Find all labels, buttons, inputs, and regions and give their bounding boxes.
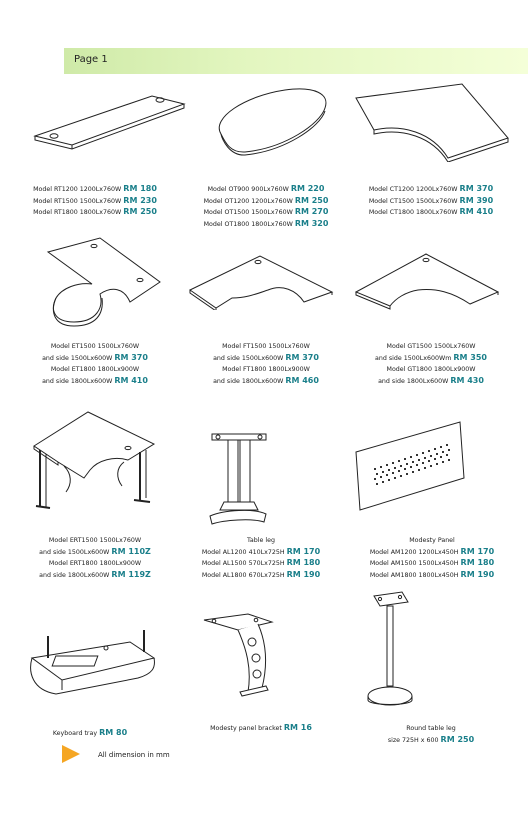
caption-ot-series: Model OT900 900Lx760W RM 220 Model OT120… — [186, 184, 346, 230]
round-table-leg-image — [350, 588, 426, 716]
caption-ft-series: Model FT1500 1500Lx760W and side 1500Lx6… — [186, 341, 346, 387]
caption-line: Model OT1500 1500Lx760W RM 270 — [203, 207, 329, 217]
price-label: RM 320 — [294, 218, 329, 228]
caption-line: Model AM1500 1500Lx450H RM 180 — [369, 558, 495, 568]
price-label: RM 350 — [453, 352, 487, 362]
caption-line: Model ET1800 1800Lx900W — [50, 366, 140, 374]
caption-line: size 725H x 600 RM 250 — [387, 734, 475, 744]
caption-line: Model ERT1500 1500Lx760W — [48, 537, 142, 544]
price-label: RM 460 — [285, 375, 319, 385]
f-shaped-corner-table-image — [186, 250, 336, 310]
caption-line: Modesty Panel — [409, 537, 455, 544]
caption-line: Modesty panel bracket RM 16 — [210, 723, 312, 732]
table-leg-image — [204, 426, 274, 530]
caption-line: Model AM1200 1200Lx450H RM 170 — [369, 546, 495, 556]
caption-line: Model FT1800 1800Lx900W — [222, 366, 310, 374]
caption-line: and side 1800Lx600W RM 430 — [378, 375, 484, 385]
caption-line: Model CT1800 1800Lx760W RM 410 — [368, 207, 494, 217]
caption-line: Model FT1500 1500Lx760W — [222, 343, 310, 350]
caption-table-leg: Table leg Model AL1200 410Lx725H RM 170 … — [186, 535, 336, 581]
modesty-panel-bracket-image — [200, 612, 276, 698]
price-label: RM 180 — [460, 558, 495, 568]
caption-line: and side 1800Lx600W RM 119Z — [39, 569, 151, 579]
price-label: RM 410 — [114, 375, 148, 385]
caption-line: Model ET1500 1500Lx760W — [50, 343, 140, 350]
price-label: RM 430 — [450, 375, 484, 385]
price-label: RM 370 — [285, 352, 319, 362]
g-shaped-corner-table-image — [352, 248, 502, 310]
caption-line: Model AL1500 570Lx725H RM 180 — [201, 558, 321, 568]
caption-line: Model CT1500 1500Lx760W RM 390 — [368, 195, 494, 205]
modesty-panel-image — [352, 418, 472, 514]
caption-keyboard-tray: Keyboard tray RM 80 — [30, 728, 150, 740]
price-label: RM 16 — [283, 723, 312, 732]
price-label: RM 250 — [294, 195, 329, 205]
price-label: RM 190 — [286, 569, 321, 579]
price-label: RM 230 — [123, 195, 157, 205]
price-label: RM 370 — [114, 352, 148, 362]
caption-line: Round table leg — [406, 725, 456, 732]
ert-corner-desk-image — [28, 408, 158, 512]
caption-line: Keyboard tray RM 80 — [52, 728, 128, 737]
perforation-pattern — [374, 444, 450, 485]
price-label: RM 119Z — [111, 569, 151, 579]
caption-line: Model RT1800 1800Lx760W RM 250 — [33, 207, 157, 217]
caption-line: Model RT1200 1200Lx760W RM 180 — [33, 184, 157, 193]
price-label: RM 390 — [459, 195, 494, 205]
caption-line: and side 1500Lx600W RM 370 — [42, 352, 148, 362]
price-label: RM 250 — [440, 734, 475, 744]
price-label: RM 170 — [460, 546, 495, 556]
price-label: RM 250 — [123, 207, 157, 217]
caption-round-table-leg: Round table leg size 725H x 600 RM 250 — [366, 723, 496, 746]
page-header-banner: Page 1 — [64, 48, 528, 74]
caption-line: Model CT1200 1200Lx760W RM 370 — [368, 184, 494, 193]
page-label: Page 1 — [74, 54, 108, 65]
caption-ct-series: Model CT1200 1200Lx760W RM 370 Model CT1… — [356, 184, 506, 219]
keyboard-tray-image — [26, 628, 160, 704]
dimension-note: All dimension in mm — [98, 751, 170, 759]
caption-line: Model ERT1800 1800Lx900W — [48, 560, 142, 568]
caption-line: Model AL1200 410Lx725H RM 170 — [201, 546, 321, 556]
price-label: RM 410 — [459, 207, 494, 217]
rectangular-table-image — [30, 90, 190, 165]
price-label: RM 270 — [294, 207, 329, 217]
caption-et-series: Model ET1500 1500Lx760W and side 1500Lx6… — [20, 341, 170, 387]
price-label: RM 220 — [290, 184, 325, 193]
caption-line: and side 1800Lx600W RM 460 — [213, 375, 319, 385]
price-label: RM 190 — [460, 569, 495, 579]
curved-corner-table-image — [352, 80, 512, 162]
caption-line: Model GT1500 1500Lx760W — [386, 343, 476, 350]
caption-line: Model AM1800 1800Lx450H RM 190 — [369, 569, 495, 579]
caption-line: Model RT1500 1500Lx760W RM 230 — [33, 195, 157, 205]
orange-arrow-icon — [62, 745, 80, 763]
caption-gt-series: Model GT1500 1500Lx760W and side 1500Lx6… — [356, 341, 506, 387]
oval-table-image — [205, 82, 335, 162]
caption-line: Model AL1800 670Lx725H RM 190 — [201, 569, 321, 579]
caption-line: and side 1800Lx600W RM 410 — [42, 375, 148, 385]
caption-line: Model OT1200 1200Lx760W RM 250 — [203, 195, 329, 205]
caption-line: Table leg — [247, 537, 275, 544]
caption-modesty-panel: Modesty Panel Model AM1200 1200Lx450H RM… — [354, 535, 510, 581]
price-label: RM 180 — [286, 558, 321, 568]
caption-ert-series: Model ERT1500 1500Lx760W and side 1500Lx… — [20, 535, 170, 581]
e-shaped-corner-table-image — [44, 236, 164, 332]
caption-rt-series: Model RT1200 1200Lx760W RM 180 Model RT1… — [20, 184, 170, 219]
price-label: RM 180 — [123, 184, 157, 193]
caption-line: Model GT1800 1800Lx900W — [386, 366, 476, 374]
price-label: RM 110Z — [111, 546, 151, 556]
caption-modesty-panel-bracket: Modesty panel bracket RM 16 — [186, 723, 336, 735]
caption-line: Model OT1800 1800Lx760W RM 320 — [203, 218, 329, 228]
caption-line: and side 1500Lx600W RM 370 — [213, 352, 319, 362]
caption-line: Model OT900 900Lx760W RM 220 — [207, 184, 325, 193]
caption-line: and side 1500Lx600Wm RM 350 — [374, 352, 487, 362]
price-label: RM 80 — [99, 728, 128, 737]
caption-line: and side 1500Lx600W RM 110Z — [39, 546, 151, 556]
price-label: RM 170 — [286, 546, 321, 556]
price-label: RM 370 — [459, 184, 494, 193]
